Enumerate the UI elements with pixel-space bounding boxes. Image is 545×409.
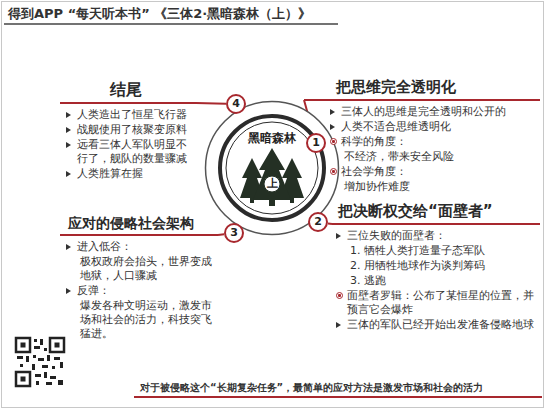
- list-item: 远看三体人军队明显不行了，舰队的数量骤减: [60, 138, 196, 166]
- bullet-dot: [336, 292, 343, 299]
- bullet-triangle: [66, 142, 71, 148]
- list-item: 反弹：: [60, 284, 218, 298]
- caption-underline: [134, 396, 542, 398]
- qr-finder: [21, 377, 26, 382]
- list-item: 1. 牺牲人类打造量子态军队: [332, 244, 540, 258]
- list-item: 增加协作难度: [304, 180, 540, 194]
- bullet-triangle: [330, 124, 335, 130]
- item-text: 极权政府会抬头，世界变成地狱，人口骤减: [80, 255, 212, 282]
- item-text: 爆发各种文明运动，激发市场和社会的活力，科技突飞猛进。: [80, 299, 212, 340]
- qr-ground: [14, 336, 66, 388]
- item-text: 三位失败的面壁者：: [347, 229, 446, 242]
- list-item: 人类不适合思维透明化: [304, 120, 540, 134]
- list-item: 极权政府会抬头，世界变成地狱，人口骤减: [60, 255, 218, 283]
- item-text: 3. 逃跑: [350, 274, 386, 287]
- item-text: 人类胜算在握: [77, 167, 143, 180]
- branch-heading: 结尾: [60, 80, 196, 104]
- callout-circle: 4: [226, 94, 246, 114]
- qr-finder: [50, 338, 64, 352]
- list-item: 进入低谷：: [60, 240, 218, 254]
- item-text: 2. 用牺牲地球作为谈判筹码: [350, 259, 485, 272]
- qr-code: [14, 336, 66, 388]
- page-title: 得到APP “每天听本书” 《三体2·黑暗森林（上）》: [8, 5, 311, 22]
- item-text: 1. 牺牲人类打造量子态军队: [350, 244, 485, 257]
- qr-finder: [55, 343, 60, 348]
- item-text: 人类造出了恒星飞行器: [77, 108, 187, 121]
- tree-center: [253, 148, 291, 200]
- list-item: 3. 逃跑: [332, 274, 540, 288]
- item-text: 三体的军队已经开始出发准备侵略地球: [347, 318, 534, 331]
- item-text: 远看三体人军队明显不行了，舰队的数量骤减: [77, 138, 187, 165]
- branch-panel: 应对的侵略社会架构进入低谷： 极权政府会抬头，世界变成地狱，人口骤减反弹： 爆发各种…: [60, 214, 218, 342]
- branch-heading: 把决断权交给“面壁者”: [332, 202, 540, 225]
- item-text: 社会学角度：: [341, 165, 407, 178]
- bullet-triangle: [336, 322, 341, 328]
- branch-panel: 结尾人类造出了恒星飞行器战舰使用了核聚变原料远看三体人军队明显不行了，舰队的数量…: [60, 80, 196, 182]
- item-text: 战舰使用了核聚变原料: [77, 123, 187, 136]
- list-item: 三体人的思维是完全透明和公开的: [304, 105, 540, 119]
- list-item: 社会学角度：: [304, 165, 540, 179]
- page-caption: 对于被侵略这个“长期复杂任务”，最简单的应对方法是激发市场和社会的活力: [140, 381, 542, 394]
- bullet-triangle: [66, 288, 71, 294]
- callout-circle: 3: [224, 223, 244, 243]
- outer-ring: [206, 102, 339, 235]
- list-item: 不经济，带来安全风险: [304, 150, 540, 164]
- branch-heading: 应对的侵略社会架构: [60, 214, 218, 236]
- qr-finder: [16, 372, 30, 386]
- callout-number: 3: [226, 225, 242, 241]
- bullet-dot: [330, 138, 337, 145]
- list-item: 2. 用牺牲地球作为谈判筹码: [332, 259, 540, 273]
- item-text: 人类不适合思维透明化: [341, 120, 451, 133]
- callout-number: 4: [228, 96, 244, 112]
- list-item: 人类造出了恒星飞行器: [60, 108, 196, 122]
- list-item: 科学的角度：: [304, 135, 540, 149]
- branch-heading: 把思维完全透明化: [304, 78, 540, 101]
- callout-number: 2: [310, 214, 326, 230]
- item-text: 进入低谷：: [77, 240, 132, 253]
- list-item: 三位失败的面壁者：: [332, 229, 540, 243]
- item-text: 反弹：: [77, 284, 110, 297]
- bullet-triangle: [330, 109, 335, 115]
- qr-modules: [17, 339, 63, 385]
- list-item: 三体的军队已经开始出发准备侵略地球: [332, 318, 540, 332]
- bullet-triangle: [66, 127, 71, 133]
- list-item: 人类胜算在握: [60, 167, 196, 181]
- branch-panel: 把决断权交给“面壁者” 三位失败的面壁者： 1. 牺牲人类打造量子态军队 2. 用牺牲…: [332, 202, 540, 333]
- bullet-dot: [330, 168, 337, 175]
- tree-trunk: [250, 198, 254, 203]
- emblem-mark: 上: [262, 177, 282, 191]
- item-text: 科学的角度：: [341, 135, 407, 148]
- qr-finder: [21, 343, 26, 348]
- bullet-triangle: [66, 244, 71, 250]
- item-text: 面壁者罗辑：公布了某恒星的位置，并预言它会爆炸: [347, 289, 534, 316]
- item-text: 增加协作难度: [344, 180, 410, 193]
- qr-finder: [16, 338, 30, 352]
- tree-group: [240, 148, 304, 206]
- item-text: 不经济，带来安全风险: [344, 150, 454, 163]
- item-text: 三体人的思维是完全透明和公开的: [341, 105, 506, 118]
- bullet-triangle: [66, 171, 71, 177]
- bullet-triangle: [336, 233, 341, 239]
- list-item: 爆发各种文明运动，激发市场和社会的活力，科技突飞猛进。: [60, 299, 218, 341]
- list-item: 战舰使用了核聚变原料: [60, 123, 196, 137]
- callout-circle: 1: [306, 133, 326, 153]
- title-underline: [4, 23, 338, 25]
- callout-number: 1: [308, 135, 324, 151]
- tree-trunk: [290, 198, 294, 203]
- tree-trunk: [269, 200, 275, 206]
- branch-connector: [196, 102, 226, 105]
- branch-panel: 把思维完全透明化三体人的思维是完全透明和公开的人类不适合思维透明化科学的角度： 不…: [304, 78, 540, 195]
- callout-circle: 2: [308, 212, 328, 232]
- bullet-triangle: [66, 112, 71, 118]
- list-item: 面壁者罗辑：公布了某恒星的位置，并预言它会爆炸: [332, 289, 540, 317]
